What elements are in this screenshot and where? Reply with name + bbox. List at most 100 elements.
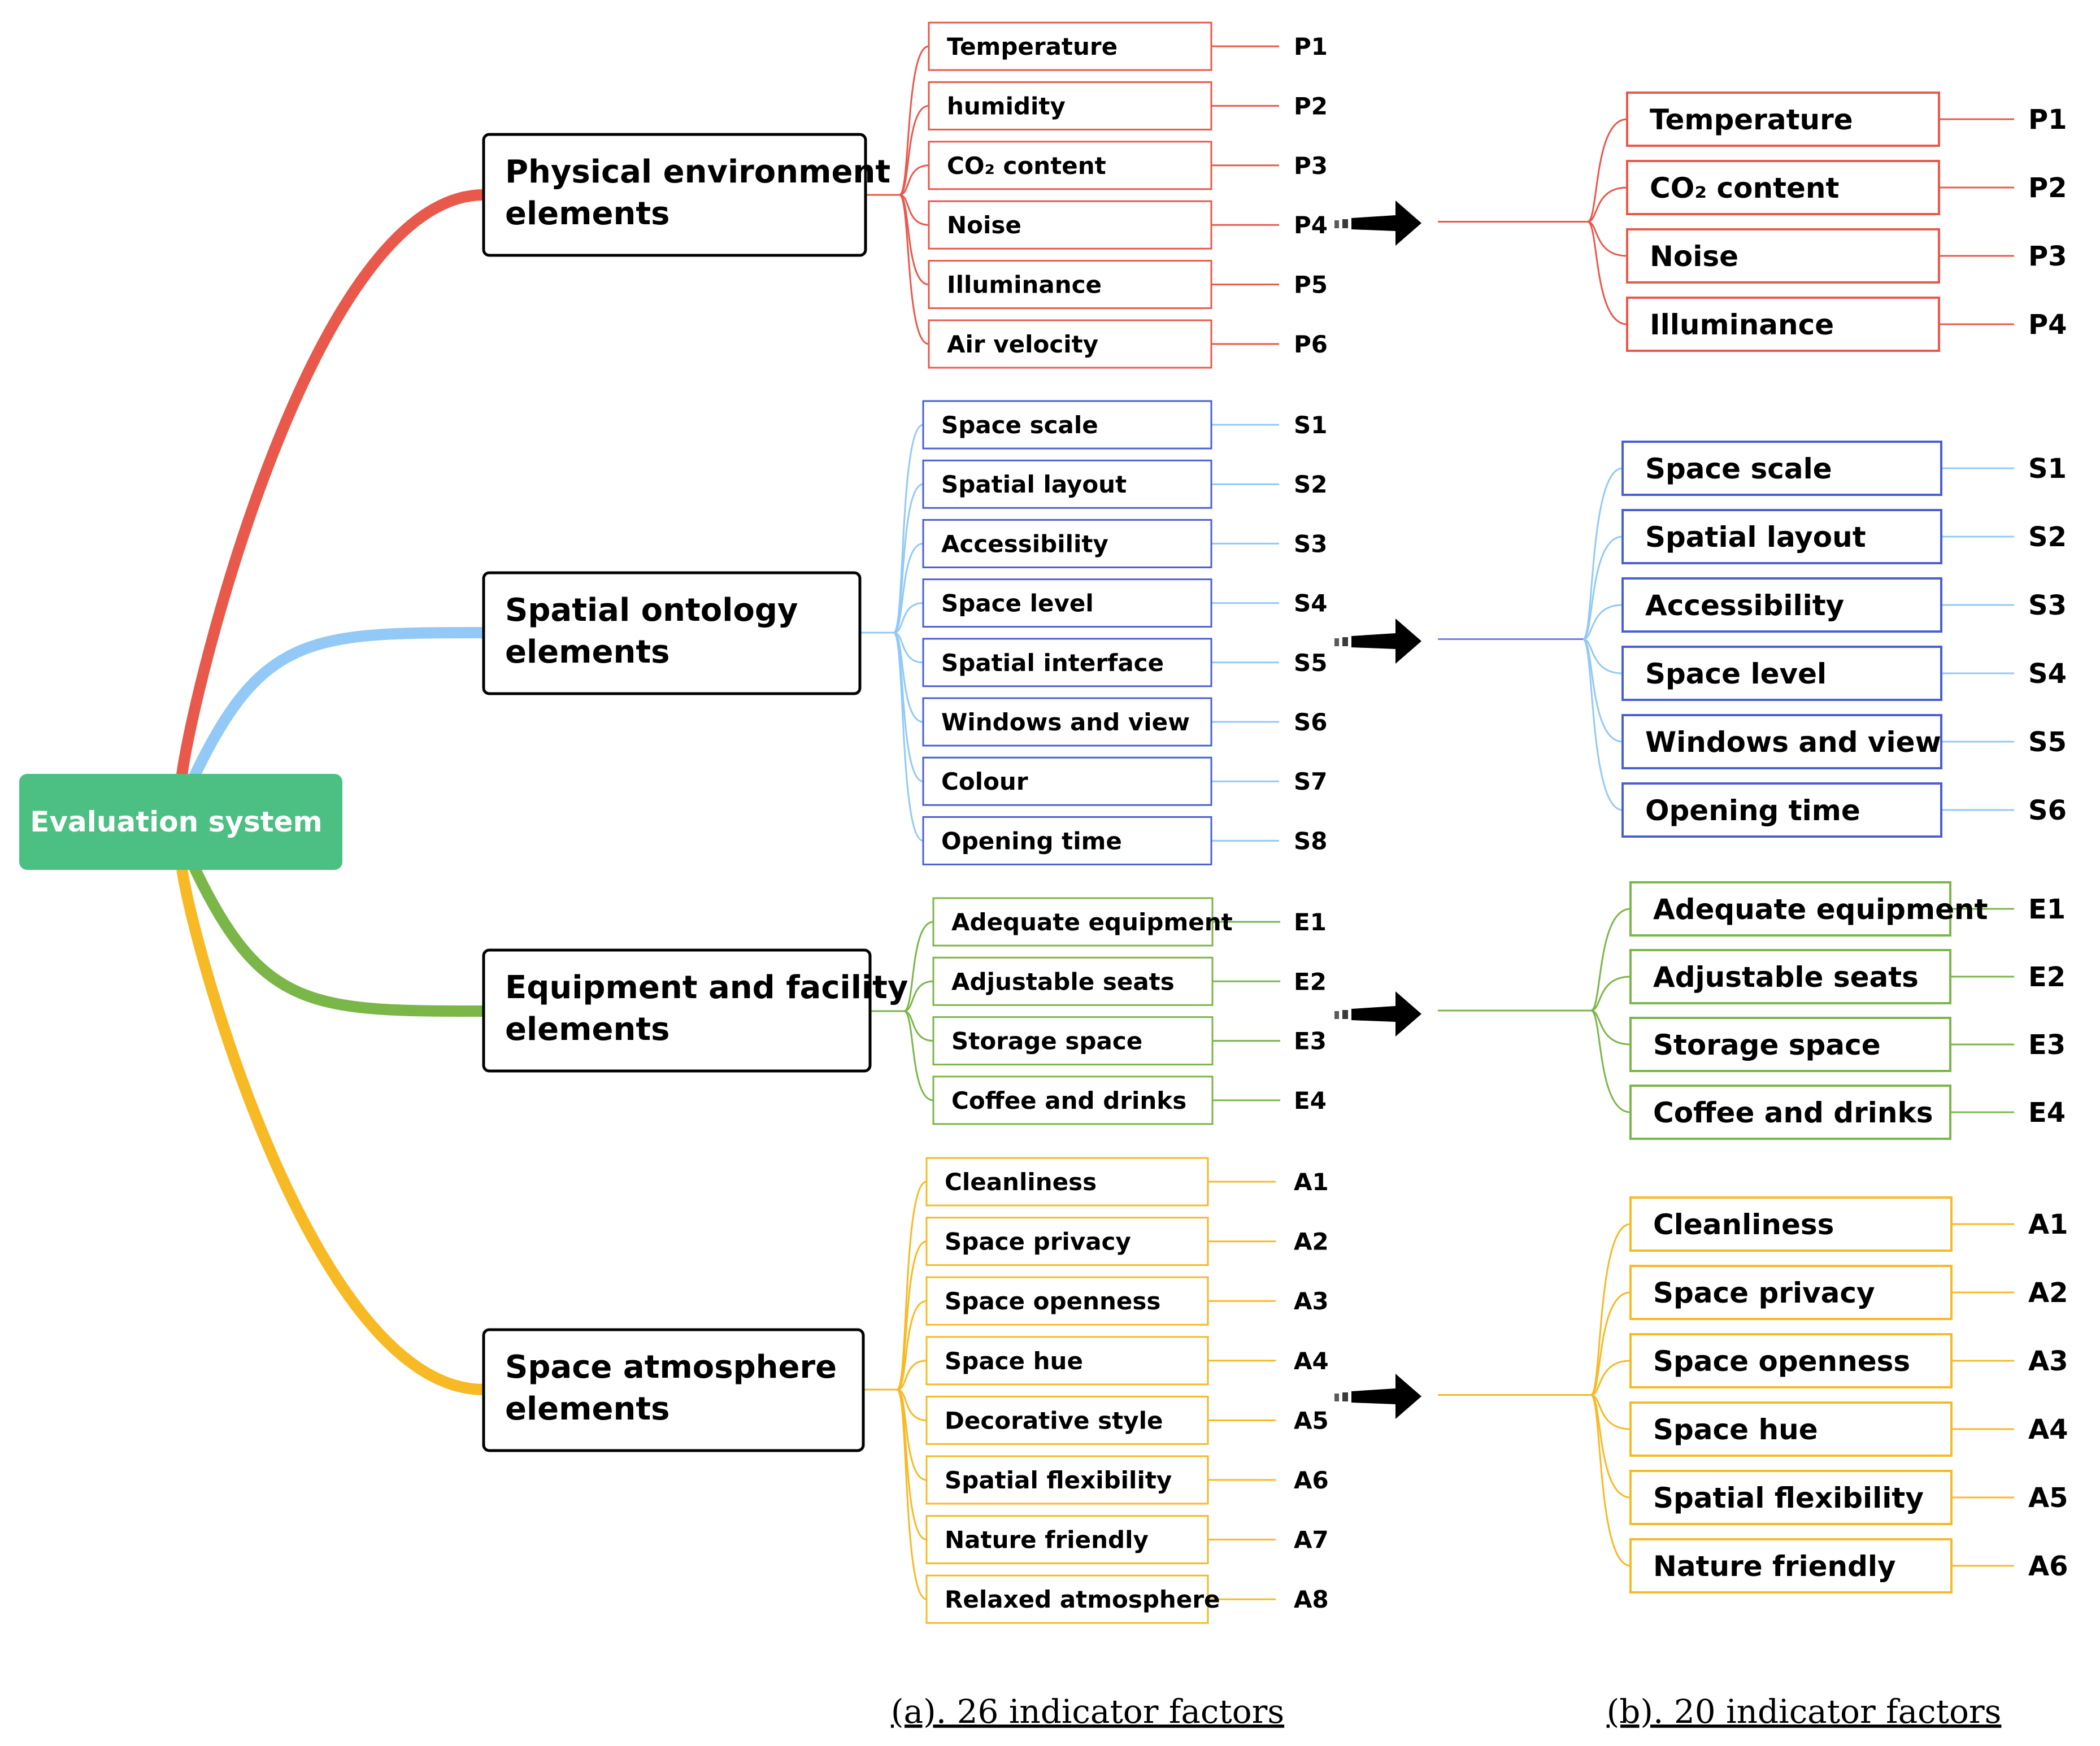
factor-code: A6	[2028, 1551, 2068, 1582]
factor-box	[922, 519, 1212, 568]
branch-physical	[176, 189, 489, 781]
factor-code: S3	[2028, 590, 2067, 621]
link-a	[899, 105, 929, 196]
branch-spatial	[189, 627, 489, 781]
category-box	[482, 571, 862, 695]
factor-box	[925, 1395, 1209, 1445]
factor-label: Space hue	[1653, 1413, 1818, 1446]
factor-code: A3	[1294, 1287, 1329, 1315]
factor-box	[932, 956, 1214, 1006]
factor-code: A4	[1294, 1347, 1329, 1375]
factor-b-s5[interactable]: Windows and view S5	[1621, 714, 2067, 769]
factor-box	[1629, 1470, 1953, 1525]
factor-box	[1629, 1017, 1951, 1072]
link-b	[1582, 638, 1623, 743]
link-b	[1590, 1360, 1631, 1396]
factor-box	[1621, 441, 1942, 496]
factor-label: Temperature	[1650, 103, 1853, 136]
factor-code: E3	[1294, 1027, 1327, 1055]
factor-box	[922, 756, 1212, 806]
link-a	[897, 1300, 927, 1391]
arrow-head	[1351, 619, 1421, 664]
link-a	[899, 194, 929, 226]
factor-box	[922, 400, 1212, 450]
factor-label: Spatial flexibility	[1653, 1482, 1924, 1514]
link-a	[893, 424, 924, 634]
factor-label: Spatial layout	[941, 471, 1127, 498]
category-label-line: Equipment and facility	[505, 969, 908, 1006]
root-node[interactable]: Evaluation system	[19, 774, 342, 870]
link-b	[1582, 604, 1623, 640]
factor-box	[1629, 949, 1951, 1004]
factor-code: P2	[1294, 92, 1328, 120]
arrow-tick	[1342, 1010, 1348, 1019]
arrow-tick	[1334, 220, 1339, 228]
branch-atmosphere	[176, 863, 489, 1395]
factor-box	[1621, 782, 1942, 838]
arrow-head	[1351, 1374, 1421, 1419]
caption-b: (b). 20 indicator factors	[1607, 1692, 2002, 1731]
factor-label: Space privacy	[1653, 1277, 1875, 1309]
factor-label: Windows and view	[1645, 726, 1941, 759]
factor-label: Storage space	[1653, 1029, 1881, 1061]
factor-code: S5	[2028, 726, 2067, 758]
factor-code: A7	[1294, 1526, 1329, 1554]
factor-label: Noise	[947, 211, 1021, 239]
link-a	[899, 194, 929, 345]
factor-box	[922, 697, 1212, 747]
factor-code: A1	[1294, 1168, 1329, 1196]
link-b	[1590, 1009, 1631, 1113]
factor-box	[925, 1276, 1209, 1326]
link-a	[896, 1388, 927, 1600]
